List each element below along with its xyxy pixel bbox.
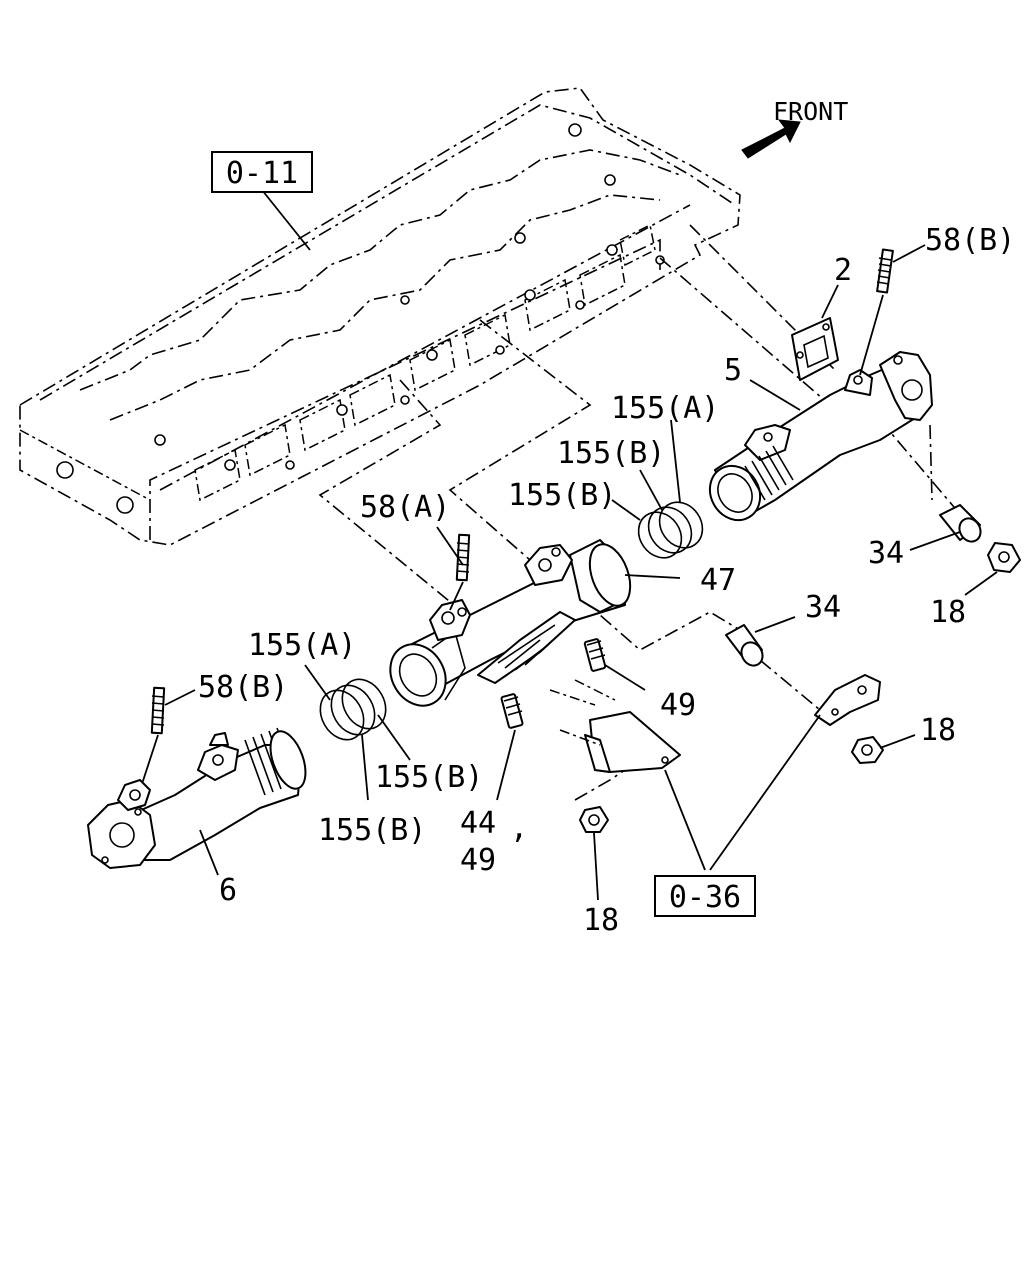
front-exhaust-pipe [708, 351, 933, 522]
callout-bolt-49-bottom[interactable]: 49 [460, 843, 496, 878]
reference-cylinder-head[interactable]: 0-11 [226, 156, 298, 191]
center-exhaust-pipe [389, 539, 632, 707]
front-arrow-icon [741, 119, 801, 159]
cylinder-head [19, 87, 741, 546]
callout-nut-right[interactable]: 18 [930, 595, 966, 630]
callout-front-pipe[interactable]: 5 [724, 353, 742, 388]
nut-center [851, 736, 884, 764]
callout-center-pipe[interactable]: 47 [700, 563, 736, 598]
front-label: FRONT [773, 97, 848, 126]
rear-exhaust-pipe [87, 727, 307, 869]
gasket [791, 317, 839, 381]
callout-bolt-44[interactable]: 44 [460, 806, 496, 841]
bracket-assembly [549, 674, 881, 773]
callout-rear-pipe[interactable]: 6 [219, 873, 237, 908]
callout-stud-58b-left[interactable]: 58(B) [198, 670, 288, 705]
bolt-49-right [583, 638, 607, 672]
seal-rings-left [319, 678, 387, 741]
nut-right [987, 542, 1021, 573]
callout-ring-b-left-2[interactable]: 155(B) [318, 813, 426, 848]
reference-bracket[interactable]: 0-36 [669, 880, 741, 915]
collar-right [939, 504, 982, 543]
reference-box-cylinder-head [211, 151, 313, 193]
callout-ring-b-left-1[interactable]: 155(B) [375, 760, 483, 795]
callout-collar-center[interactable]: 34 [805, 590, 841, 625]
callout-nut-bottom[interactable]: 18 [583, 903, 619, 938]
bolt-44 [500, 693, 524, 729]
stud-58b-top [876, 248, 894, 294]
callout-comma: , [510, 811, 528, 846]
callout-stud-58a[interactable]: 58(A) [360, 490, 450, 525]
assembly-centerlines [318, 224, 966, 801]
nut-bottom [579, 806, 609, 833]
callout-ring-a-top[interactable]: 155(A) [611, 391, 719, 426]
callout-ring-b-top-2[interactable]: 155(B) [508, 478, 616, 513]
seal-rings-top [637, 501, 704, 559]
callout-ring-b-top-1[interactable]: 155(B) [557, 436, 665, 471]
callout-stud-58b-top[interactable]: 58(B) [925, 223, 1015, 258]
callout-nut-center[interactable]: 18 [920, 713, 956, 748]
callout-collar-right[interactable]: 34 [868, 536, 904, 571]
callout-ring-a-left[interactable]: 155(A) [248, 628, 356, 663]
reference-box-bracket [654, 875, 756, 917]
stud-58b-left [150, 686, 166, 735]
collar-center [725, 624, 764, 667]
callout-bolt-49-right[interactable]: 49 [660, 688, 696, 723]
callout-gasket[interactable]: 2 [834, 253, 852, 288]
